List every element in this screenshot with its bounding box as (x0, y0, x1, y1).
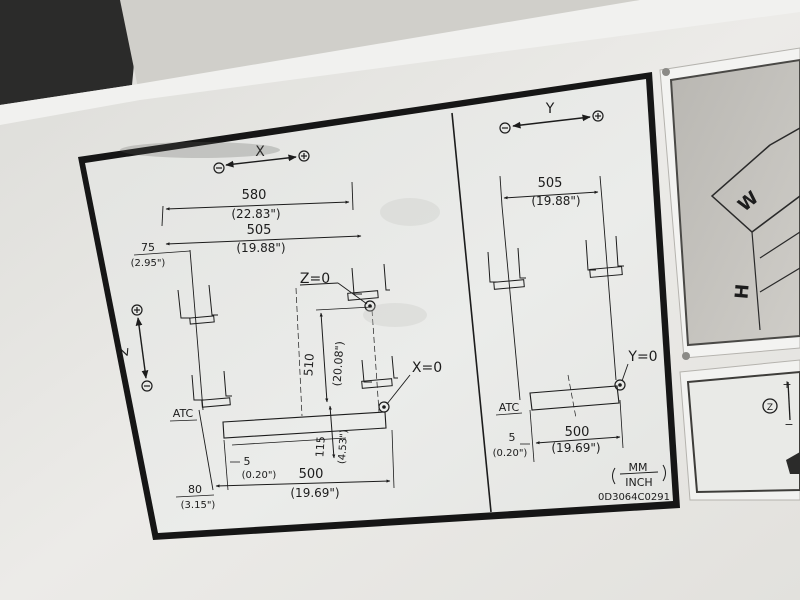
side-plus-label: + (782, 378, 791, 391)
housing-opening (0, 0, 140, 105)
dim-75-inch: (2.95") (131, 258, 166, 269)
dim-5-left: 5 (244, 455, 251, 468)
dim-505-left-inch: (19.88") (236, 241, 285, 255)
dim-505-right-inch: (19.88") (531, 194, 580, 208)
dim-580: 580 (242, 188, 267, 203)
side-minus-label: − (784, 418, 793, 431)
x-zero-label: X=0 (412, 360, 442, 376)
z-axis-arrow (135, 317, 149, 379)
dim-505-right: 505 (538, 176, 563, 191)
z-circle-icon (762, 398, 778, 414)
dim-115-inch: (4.53") (337, 429, 350, 464)
y-zero-marker-icon (614, 379, 626, 391)
dim-580-inch: (22.83") (231, 207, 280, 221)
z-axis-label: Z (117, 347, 133, 357)
dim-500-right-inch: (19.69") (551, 441, 600, 455)
dim-75: 75 (141, 241, 155, 254)
x-axis-label: X (255, 144, 265, 160)
side-plate-upper: W H (659, 47, 800, 360)
side-plate-lower: Z + − (679, 359, 800, 501)
part-number: 0D3064C0291 (598, 492, 670, 503)
atc-left-label: ATC (173, 407, 194, 420)
left-view: X 580 (22.83") 505 (19.88") 75 (2.95") Z (117, 144, 442, 511)
smudge (363, 303, 427, 327)
atc-right-label: ATC (499, 401, 520, 414)
dim-5-left-inch: (0.20") (242, 470, 277, 481)
dim-80-inch: (3.15") (181, 500, 216, 511)
dim-510-inch: (20.08") (330, 341, 346, 387)
x-plus-icon (298, 150, 310, 162)
side-h-label: H (731, 283, 753, 300)
units-mm: MM (629, 461, 648, 474)
units-legend: MM INCH 0D3064C0291 (598, 461, 670, 503)
z-zero-marker-icon (364, 300, 376, 312)
z-plus-icon (131, 304, 143, 316)
view-divider (451, 112, 492, 513)
z-minus-icon (141, 380, 153, 392)
housing-edge (0, 0, 800, 125)
z-zero-label: Z=0 (300, 271, 330, 287)
x-axis-arrow (225, 154, 297, 168)
dim-80: 80 (188, 483, 202, 496)
dim-500-left: 500 (299, 467, 324, 482)
dim-5-right: 5 (509, 431, 516, 444)
dim-510: 510 (301, 353, 317, 377)
y-axis-arrow (512, 114, 591, 129)
y-zero-label: Y=0 (627, 349, 657, 365)
screw-icon (662, 68, 670, 76)
right-view: Y 505 (19.88") Y=0 ATC 5 (0.20") 5 (487, 101, 658, 463)
units-inch: INCH (625, 476, 652, 489)
dim-500-left-inch: (19.69") (290, 486, 339, 500)
x-minus-icon (213, 162, 225, 174)
y-axis-label: Y (545, 101, 555, 117)
smudge (380, 198, 440, 226)
y-minus-icon (499, 122, 511, 134)
smudge (120, 142, 280, 158)
right-table (529, 385, 620, 411)
side-z-label: Z (767, 403, 773, 413)
dim-500-right: 500 (565, 425, 590, 440)
dim-5-right-inch: (0.20") (493, 448, 528, 459)
dim-115: 115 (313, 436, 327, 458)
screw-icon (682, 352, 690, 360)
dim-505-left: 505 (247, 223, 272, 238)
y-plus-icon (592, 110, 604, 122)
